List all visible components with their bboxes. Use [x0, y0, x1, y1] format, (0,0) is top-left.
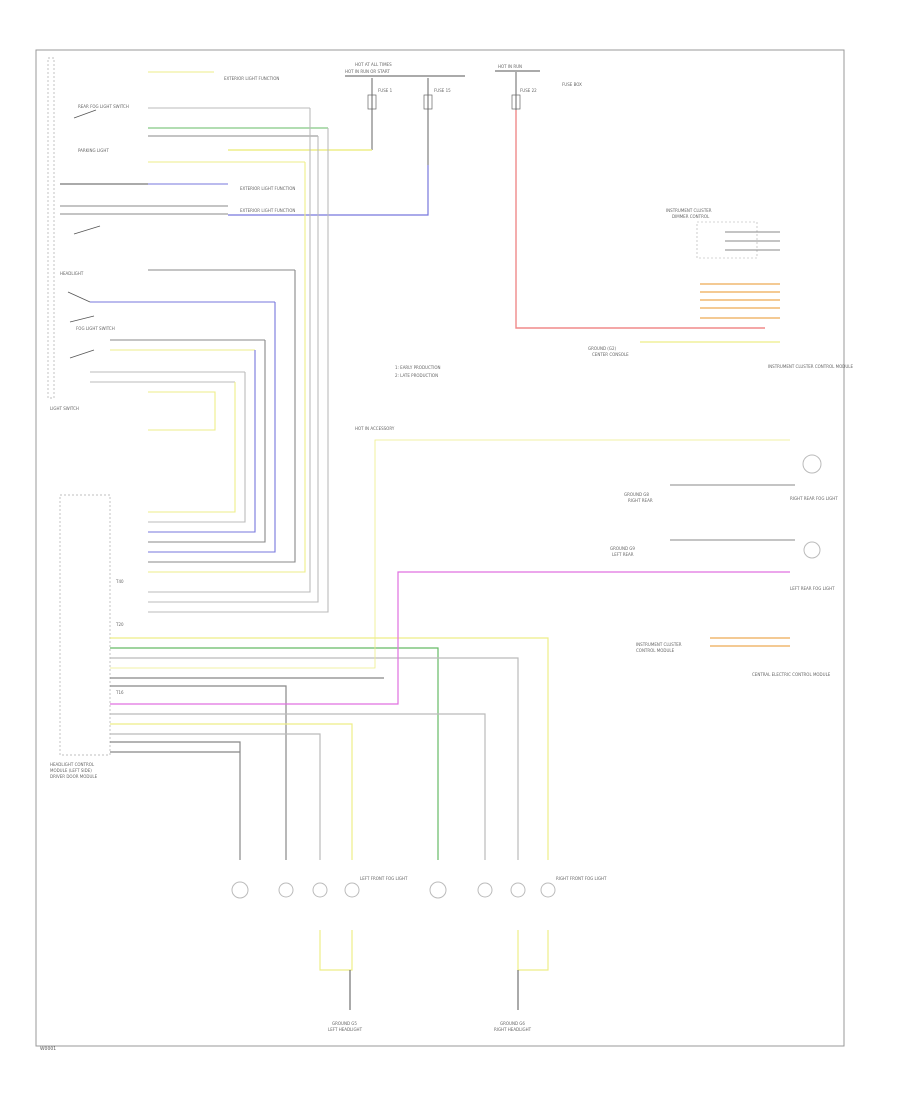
dimmer-title: INSTRUMENT CLUSTER — [666, 208, 712, 213]
power-label-2: HOT IN RUN OR START — [345, 69, 390, 74]
wire-red — [515, 110, 765, 329]
switch-to-module-wires — [148, 108, 329, 613]
module-title-2: MODULE (LEFT SIDE) — [50, 768, 92, 773]
diagram-frame — [35, 49, 845, 1047]
fuse-box-label: FUSE BOX — [562, 82, 582, 87]
left-switch-box — [47, 57, 55, 399]
right-rear-fog-lamp — [802, 454, 822, 474]
note-1: 1: EARLY PRODUCTION — [395, 365, 441, 370]
light-switch-title: LIGHT SWITCH — [50, 406, 79, 411]
ext-label-3: EXTERIOR LIGHT FUNCTION — [240, 208, 295, 213]
left-rear-fog-label: LEFT REAR FOG LIGHT — [790, 586, 835, 591]
left-fog-label: LEFT FRONT FOG LIGHT — [360, 876, 408, 881]
dimmer-box — [696, 221, 758, 259]
note-2: 2: LATE PRODUCTION — [395, 373, 438, 378]
module-output-wires — [110, 439, 790, 860]
fuse-label-a: FUSE 1 — [378, 88, 393, 93]
cluster-label: INSTRUMENT CLUSTER CONTROL MODULE — [768, 364, 853, 369]
left-ground-label-2: LEFT HEADLIGHT — [328, 1027, 363, 1032]
power-label-3: HOT IN RUN — [498, 64, 522, 69]
module-c3: T16 — [115, 690, 124, 695]
ext-label-2: EXTERIOR LIGHT FUNCTION — [240, 186, 295, 191]
module-title-3: DRIVER DOOR MODULE — [50, 774, 98, 779]
cluster-lamp-label: INSTRUMENT CLUSTER — [636, 642, 682, 647]
right-fog-assembly — [429, 881, 556, 899]
ground-r-label-2: RIGHT REAR — [628, 498, 653, 503]
module-c2: T20 — [115, 622, 124, 627]
headlight-label: HEADLIGHT — [60, 271, 84, 276]
ext-label-1: EXTERIOR LIGHT FUNCTION — [224, 76, 279, 81]
cluster-wires — [640, 283, 780, 343]
right-fog-label: RIGHT FRONT FOG LIGHT — [556, 876, 607, 881]
footer-code: W0001 — [40, 1046, 56, 1052]
module-c1: T40 — [115, 579, 124, 584]
switch-wires — [60, 71, 328, 431]
left-ground-label: GROUND G5 — [332, 1021, 357, 1026]
ground-center-label-2: CENTER CONSOLE — [592, 352, 629, 357]
left-fog-assembly — [231, 881, 360, 899]
dimmer-sub: DIMMER CONTROL — [672, 214, 710, 219]
wire-blue-top — [228, 165, 429, 216]
left-rear-fog-lamp — [803, 541, 821, 559]
rear-fog-label: REAR FOG LIGHT SWITCH — [78, 104, 129, 109]
power-label-1: HOT AT ALL TIMES — [355, 62, 392, 67]
right-ground-label: GROUND G6 — [500, 1021, 525, 1026]
hot-accessory-label: HOT IN ACCESSORY — [355, 426, 395, 431]
parking-label: PARKING LIGHT — [78, 148, 109, 153]
module-title-1: HEADLIGHT CONTROL — [50, 762, 95, 767]
ground-l-label: GROUND G9 — [610, 546, 635, 551]
center-ctrl-label: CENTRAL ELECTRIC CONTROL MODULE — [752, 672, 831, 677]
control-module-box — [59, 494, 111, 756]
ground-r-label: GROUND G8 — [624, 492, 649, 497]
ground-l-label-2: LEFT REAR — [612, 552, 634, 557]
right-ground-label-2: RIGHT HEADLIGHT — [494, 1027, 532, 1032]
fog-label: FOG LIGHT SWITCH — [76, 326, 115, 331]
cluster-lamp-label-2: CONTROL MODULE — [636, 648, 675, 653]
ground-center-label: GROUND (G2) — [588, 346, 617, 351]
fuse-label-b: FUSE 15 — [434, 88, 451, 93]
fuse-label-c: FUSE 22 — [520, 88, 537, 93]
right-rear-fog-label: RIGHT REAR FOG LIGHT — [790, 496, 838, 501]
